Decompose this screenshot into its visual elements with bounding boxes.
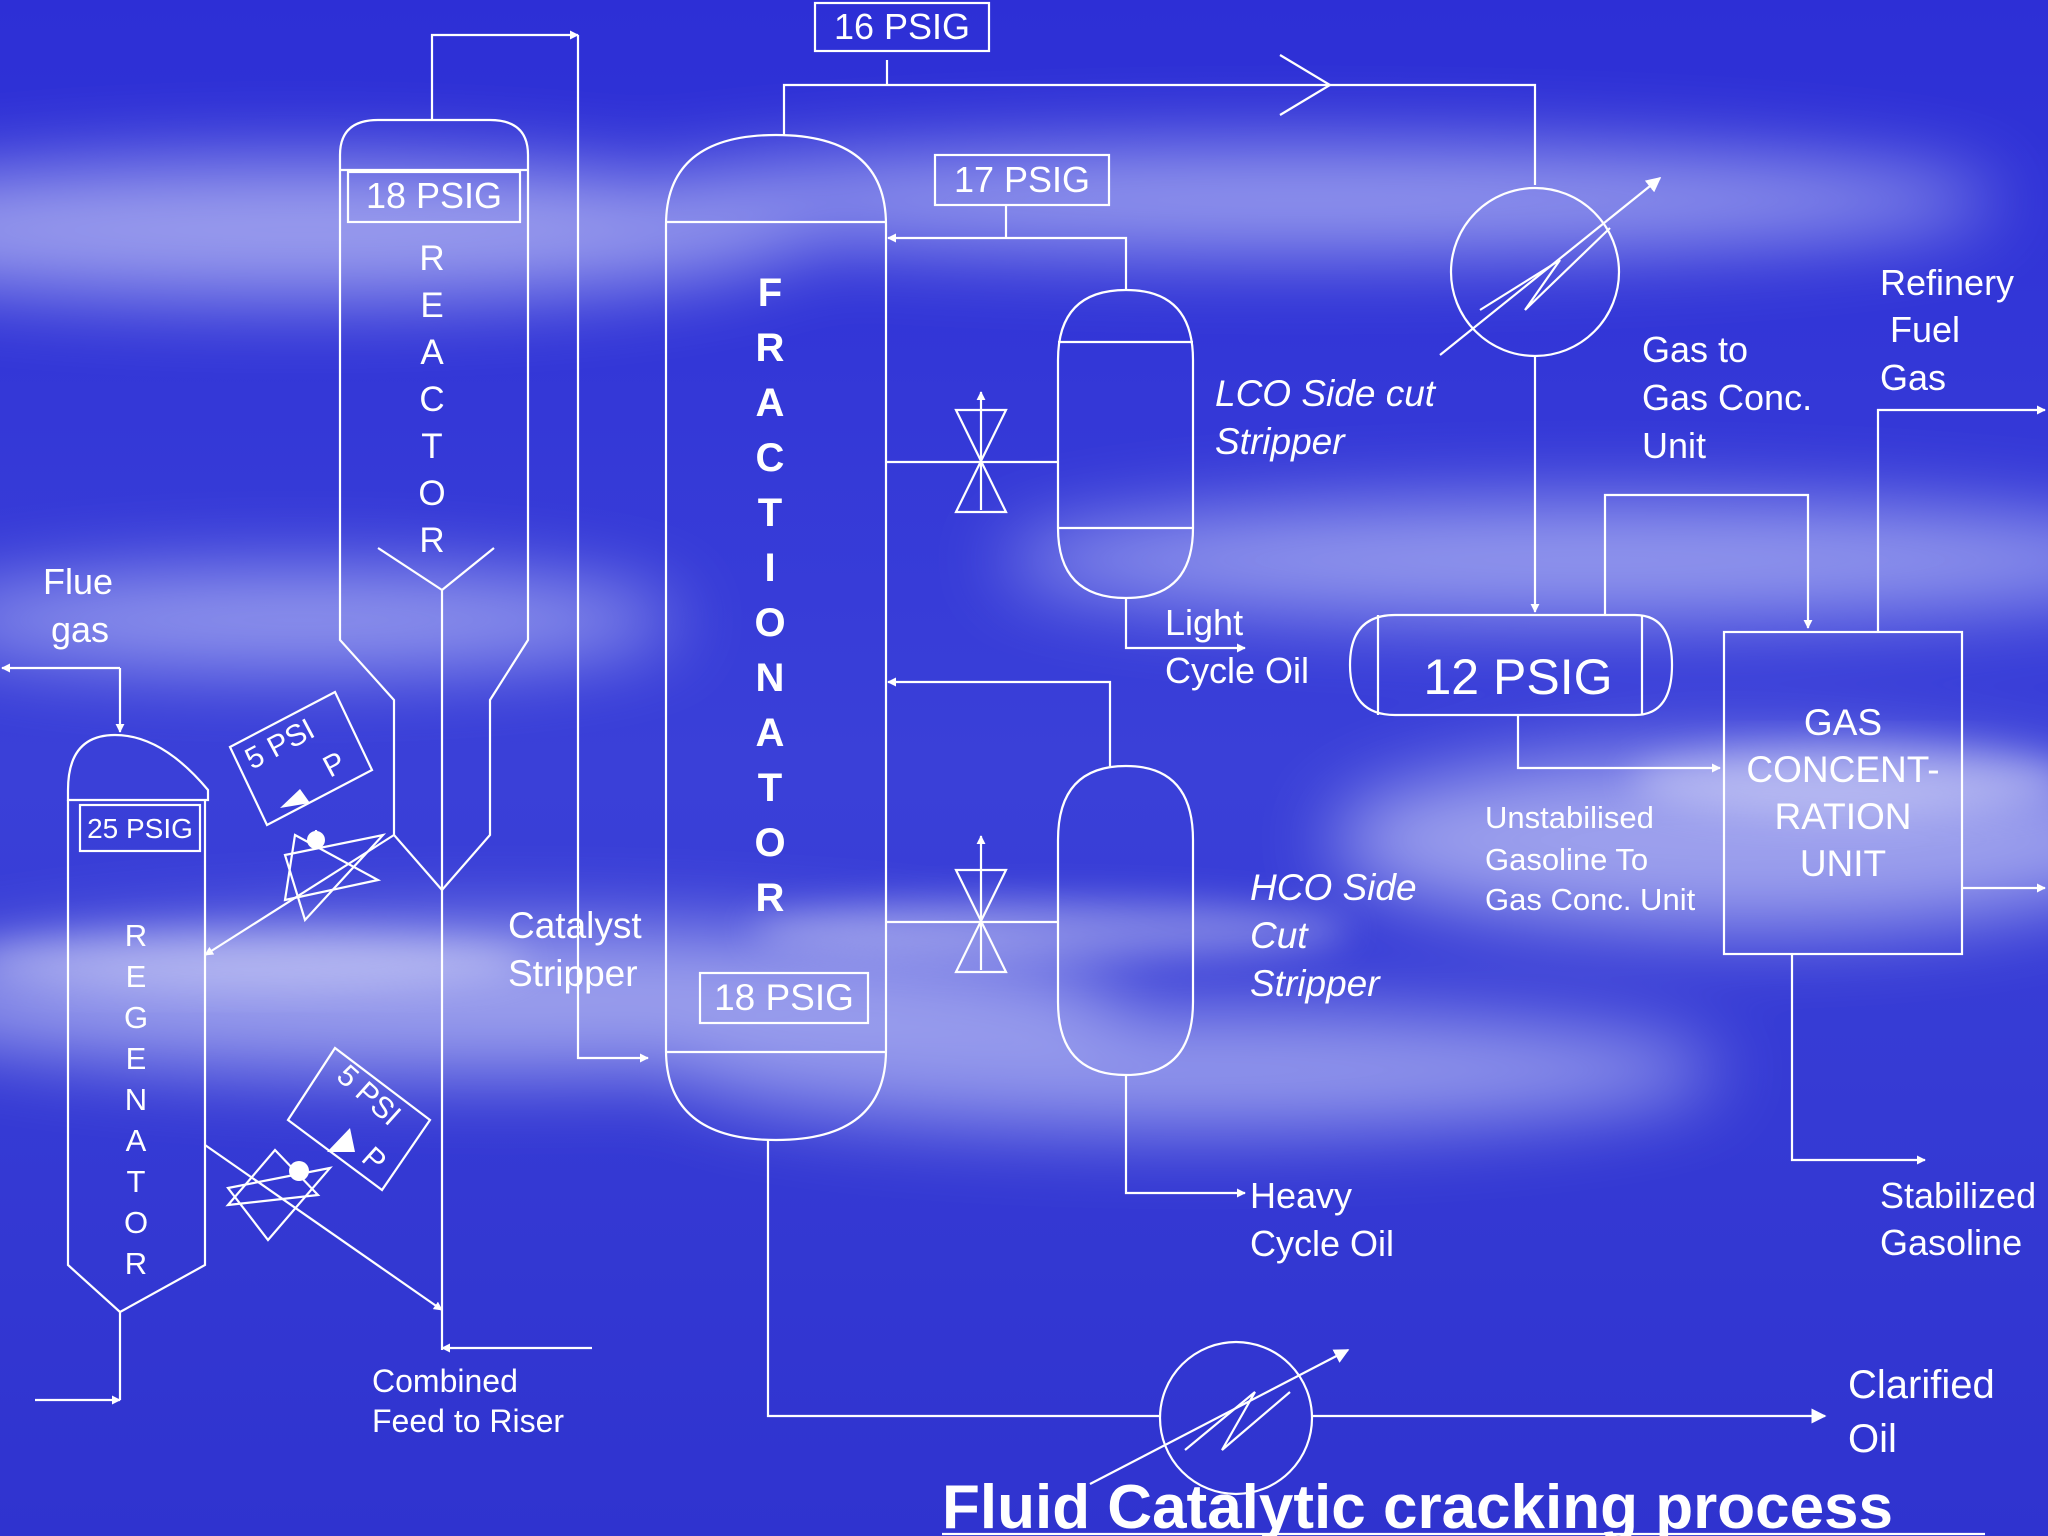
unstabilised-gasoline-line [1516, 715, 1721, 773]
unstabilised-label-1: Unstabilised [1485, 800, 1654, 835]
reactor-overhead-line [430, 30, 579, 120]
spent-catalyst-line [204, 834, 395, 956]
fractionator-bottom-pressure-text: 18 PSIG [714, 977, 854, 1018]
slide-valve-upper [283, 830, 387, 923]
regenerator-vessel [66, 733, 210, 1400]
refinery-fuel-gas-label-3: Gas [1880, 357, 1946, 398]
lco-stripper [1056, 288, 1195, 600]
stabilized-gasoline-label-2: Gasoline [1880, 1222, 2022, 1263]
fractionator-top-pressure-tag: 16 PSIG [813, 1, 991, 53]
gas-unit-label-2: CONCENT- [1746, 749, 1939, 790]
heavy-cycle-oil-label-2: Cycle Oil [1250, 1223, 1394, 1264]
refinery-fuel-gas-label-2: Fuel [1890, 309, 1960, 350]
lco-stripper-label-1: LCO Side cut [1215, 373, 1437, 414]
light-cycle-oil-line [1124, 598, 1246, 653]
gas-concentration-unit [1722, 630, 1964, 956]
refinery-fuel-gas-label-1: Refinery [1880, 262, 2014, 303]
clarified-oil-label-1: Clarified [1848, 1363, 1995, 1407]
lco-vapor-return-line [887, 233, 1128, 290]
refinery-fuel-gas-line [1876, 405, 2046, 632]
reactor-pressure-text: 18 PSIG [366, 175, 502, 216]
gas-to-unit-line [1603, 493, 1813, 629]
overhead-arrow [1279, 54, 1333, 116]
flue-gas-label-2: gas [51, 609, 109, 650]
regenerator-pressure-tag: 25 PSIG [78, 803, 202, 853]
lco-control-valve [954, 391, 1008, 514]
stabilized-gasoline-line [1790, 954, 1926, 1165]
hco-stripper-label-2: Cut [1250, 915, 1309, 956]
catalyst-stripper-line [576, 35, 649, 1063]
hco-vapor-return-line [887, 677, 1112, 766]
flue-gas-label-1: Flue [43, 561, 113, 602]
heavy-cycle-oil-label-1: Heavy [1250, 1175, 1352, 1216]
lco-stripper-label-2: Stripper [1215, 421, 1346, 462]
stabilized-gasoline-label-1: Stabilized [1880, 1175, 2036, 1216]
overhead-vapor-line [782, 83, 1537, 185]
clarified-oil-label-2: Oil [1848, 1417, 1897, 1461]
bottoms-cooler [1089, 1340, 1350, 1496]
reflux-receiver [1348, 613, 1674, 717]
reactor-pressure-tag: 18 PSIG [346, 170, 522, 224]
gas-to-unit-label-3: Unit [1642, 425, 1706, 466]
diagram-title: Fluid Catalytic cracking process [942, 1473, 1893, 1536]
hco-stripper [1056, 764, 1195, 1077]
lco-pressure-text: 17 PSIG [954, 159, 1090, 200]
hco-stripper-label-1: HCO Side [1250, 867, 1417, 908]
regen-catalyst-line [204, 1144, 443, 1311]
regenerator-pressure-text: 25 PSIG [87, 813, 193, 844]
unstabilised-label-3: Gas Conc. Unit [1485, 882, 1696, 917]
unstabilised-label-2: Gasoline To [1485, 842, 1648, 877]
fractionator-top-pressure-text: 16 PSIG [834, 6, 970, 47]
light-cycle-oil-label-1: Light [1165, 602, 1243, 643]
heavy-cycle-oil-line [1124, 1075, 1246, 1198]
gas-unit-label-3: RATION [1774, 796, 1911, 837]
gas-unit-label-4: UNIT [1800, 843, 1886, 884]
gas-unit-label-1: GAS [1804, 702, 1882, 743]
combined-feed-label-1: Combined [372, 1363, 518, 1399]
fractionator-column [664, 133, 888, 1142]
hco-stripper-label-3: Stripper [1250, 963, 1381, 1004]
gas-to-unit-label-2: Gas Conc. [1642, 377, 1812, 418]
light-cycle-oil-label-2: Cycle Oil [1165, 650, 1309, 691]
bottoms-line [766, 1140, 1160, 1418]
catalyst-stripper-label-2: Stripper [508, 953, 638, 994]
reactor-vessel [338, 118, 530, 1350]
slide-valve-lower [225, 1148, 333, 1242]
fractionator-bottom-pressure-tag: 18 PSIG [698, 971, 870, 1025]
lco-stripper-pressure-tag: 17 PSIG [933, 153, 1111, 207]
gas-to-unit-label-1: Gas to [1642, 329, 1748, 370]
receiver-pressure-text: 12 PSIG [1424, 649, 1613, 705]
catalyst-stripper-label-1: Catalyst [508, 905, 642, 946]
hco-control-valve [954, 835, 1008, 974]
combined-feed-label-2: Feed to Riser [372, 1403, 564, 1439]
